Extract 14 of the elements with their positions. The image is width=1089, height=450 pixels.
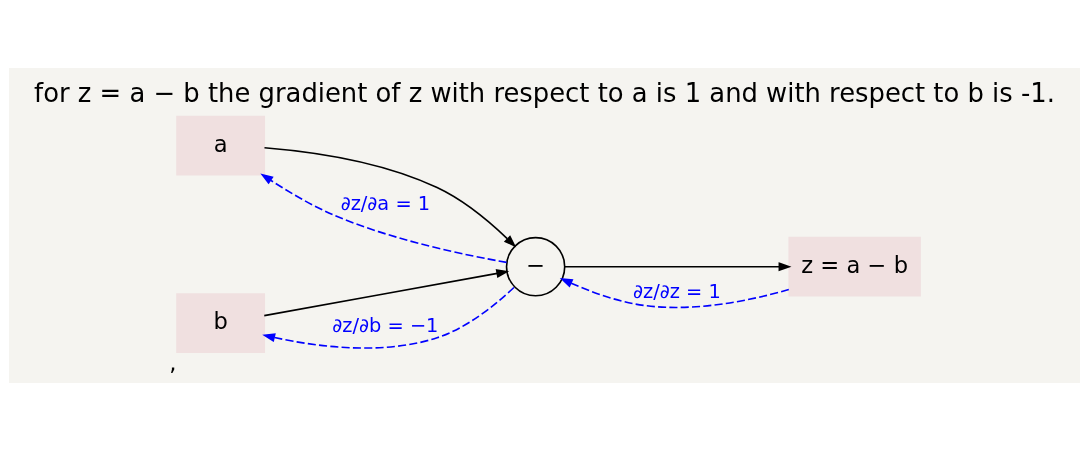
arrow [262, 286, 515, 349]
edge-label: ∂z/∂b = −1 [332, 313, 439, 337]
edge-label: ∂z/∂z = 1 [633, 279, 721, 303]
node-box: b [176, 292, 266, 353]
node-box: z = a − b [788, 236, 921, 297]
arrow [263, 268, 510, 316]
diagram-title: for z = a − b the gradient of z with respect to a is 1 and with respect to b is -1. [34, 77, 1055, 108]
node-box: a [176, 115, 266, 175]
arrow [263, 146, 517, 247]
edge-label: ∂z/∂a = 1 [340, 191, 431, 215]
arrow [559, 277, 790, 308]
arrow [260, 172, 508, 263]
node-label: , [169, 348, 177, 375]
arrow [563, 261, 792, 271]
